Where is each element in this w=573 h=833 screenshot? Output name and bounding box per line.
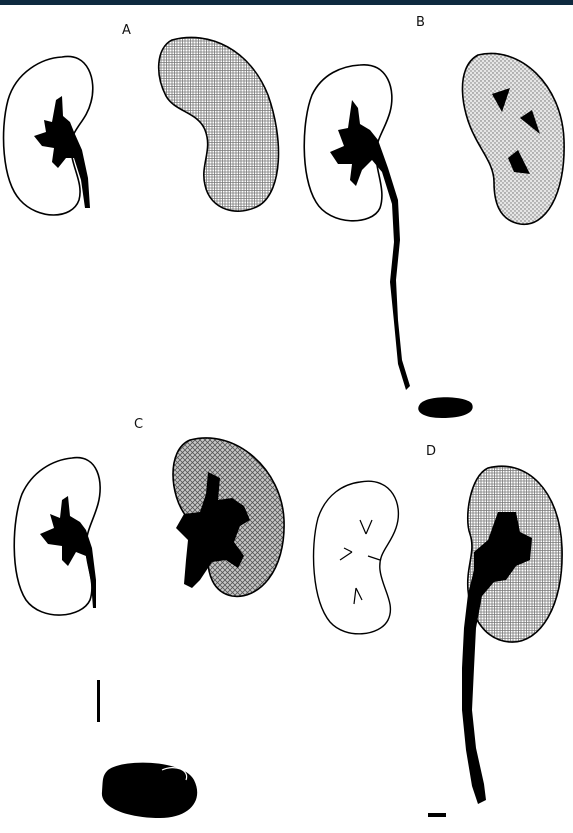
panel-d: D — [314, 444, 563, 817]
panel-label-b: B — [416, 15, 425, 30]
panel-label-c: C — [134, 417, 143, 432]
panel-label-a: A — [122, 23, 131, 38]
ureter-c-distal — [97, 680, 100, 722]
panel-a: A — [4, 23, 279, 215]
kidney-b-right — [462, 53, 564, 224]
bladder-b — [418, 397, 472, 418]
kidney-d-left — [314, 481, 399, 634]
bladder-d — [428, 813, 446, 817]
panel-c: C — [14, 417, 284, 818]
kidney-a-right — [159, 37, 279, 211]
panel-b: B — [304, 15, 564, 418]
panel-label-d: D — [426, 444, 436, 459]
